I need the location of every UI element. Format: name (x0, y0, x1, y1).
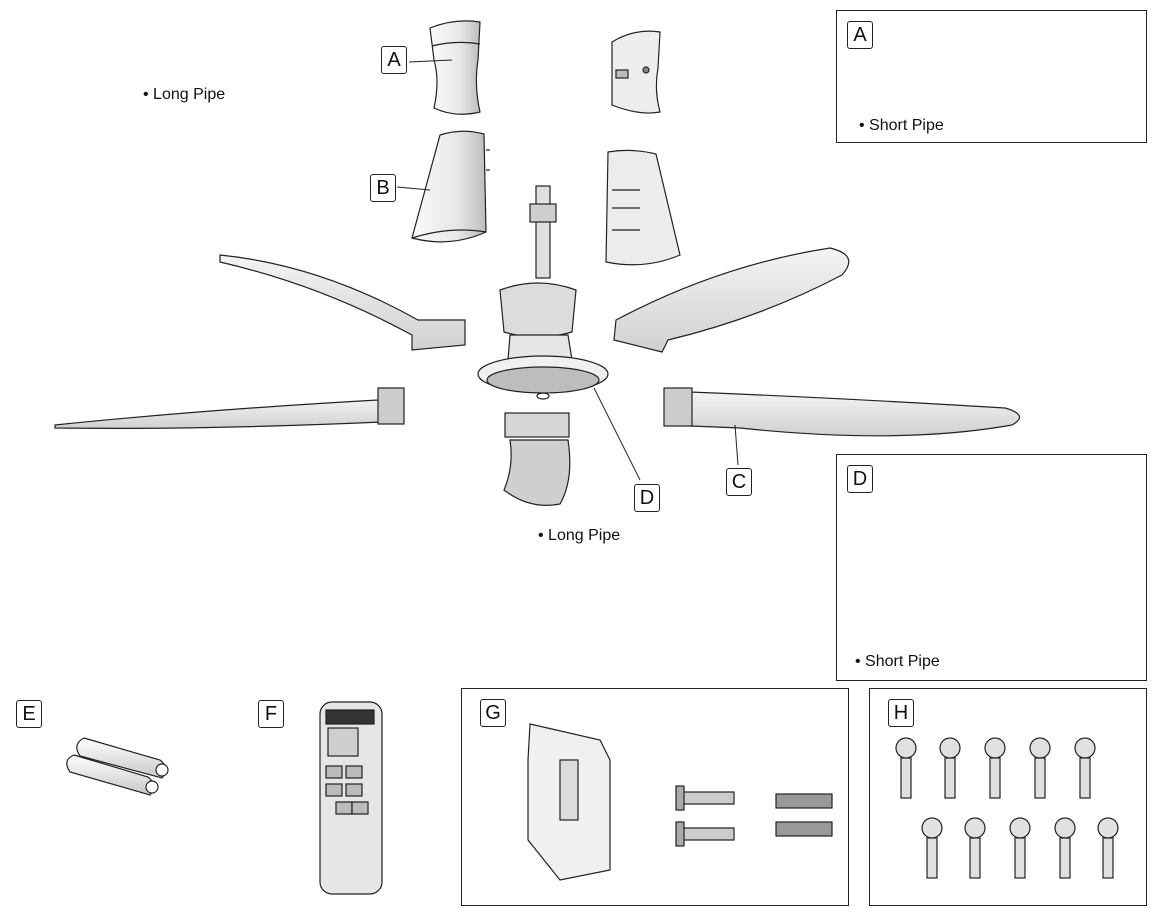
inset-box-d: D • Short Pipe (836, 454, 1147, 681)
wall-holder-icon (527, 723, 611, 881)
pipe-cover-b-right (605, 149, 681, 266)
remote-control-icon (319, 701, 383, 895)
screw-icon (675, 785, 735, 847)
label-f: F (258, 700, 284, 728)
inset-label-a: A (847, 21, 873, 49)
battery-icon (66, 737, 169, 796)
inset-label-d: D (847, 465, 873, 493)
caption-short-pipe-a: • Short Pipe (859, 117, 944, 134)
fan-blade-right (663, 387, 1021, 437)
fan-blade-left (54, 387, 405, 429)
label-a: A (381, 46, 407, 74)
box-g: G (461, 688, 849, 906)
label-d: D (634, 484, 660, 512)
pipe-cover-a-right (611, 30, 661, 114)
box-h: H (869, 688, 1147, 906)
label-c: C (726, 468, 752, 496)
fan-blade-upper-right (613, 247, 850, 353)
caption-long-pipe-bottom: • Long Pipe (538, 527, 621, 544)
label-b: B (370, 174, 396, 202)
pipe-cover-a-left (429, 20, 481, 115)
label-e: E (16, 700, 42, 728)
label-h: H (888, 699, 914, 727)
pipe-cover-b-left (411, 130, 490, 243)
fan-blade-upper-left (219, 254, 466, 351)
motor-unit-main (477, 185, 609, 400)
inset-box-a: A • Short Pipe (836, 10, 1147, 143)
wall-plug-icon (775, 793, 833, 837)
motor-lower-piece (503, 412, 571, 506)
caption-long-pipe-top: • Long Pipe (143, 86, 226, 103)
bolt-icon (895, 737, 1119, 879)
label-g: G (480, 699, 506, 727)
caption-short-pipe-d: • Short Pipe (855, 653, 940, 670)
